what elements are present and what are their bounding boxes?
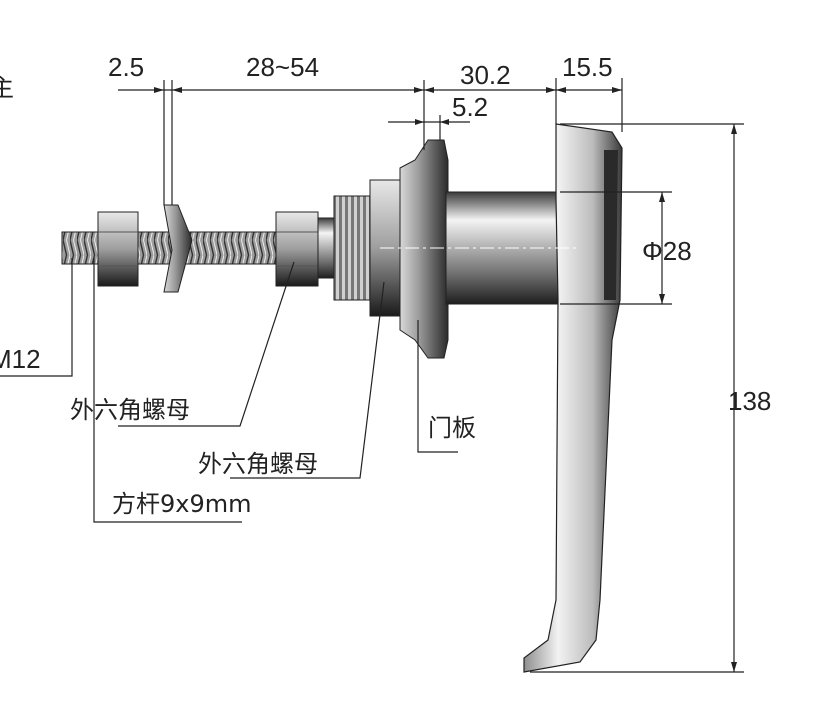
dim-flange-thickness: 5.2: [452, 92, 488, 122]
dim-handle-depth: 15.5: [562, 52, 613, 82]
handle-face: [604, 150, 618, 300]
l-handle: [523, 123, 623, 673]
dimension-lines: [118, 78, 744, 673]
label-square-shaft: 方杆9x9mm: [112, 490, 252, 518]
collar: [317, 217, 335, 279]
dim-thread-size: M12: [0, 344, 41, 374]
dim-body-length: 30.2: [460, 60, 511, 90]
label-door-panel: 门板: [428, 414, 476, 442]
part-labels: 外六角螺母 外六角螺母 方杆9x9mm 门板 主: [0, 74, 476, 518]
threaded-body: [333, 195, 371, 301]
label-hex-nut-1: 外六角螺母: [70, 396, 190, 424]
hex-nut-left: [97, 211, 139, 287]
dim-handle-height: 138: [728, 386, 771, 416]
dim-body-diameter: Φ28: [642, 236, 692, 266]
hex-nut-right: [275, 211, 319, 287]
leader-lines: [0, 258, 458, 523]
conical-washer: [163, 204, 193, 293]
dim-grip-range: 28~54: [246, 52, 319, 82]
lock-assembly: [61, 123, 623, 673]
label-hex-nut-2: 外六角螺母: [198, 450, 318, 478]
flange: [399, 139, 449, 359]
dim-washer-thickness: 2.5: [108, 52, 144, 82]
dimension-texts: 2.5 28~54 30.2 15.5 5.2 Φ28 138 M12: [0, 52, 771, 416]
label-edge-fragment: 主: [0, 74, 14, 102]
